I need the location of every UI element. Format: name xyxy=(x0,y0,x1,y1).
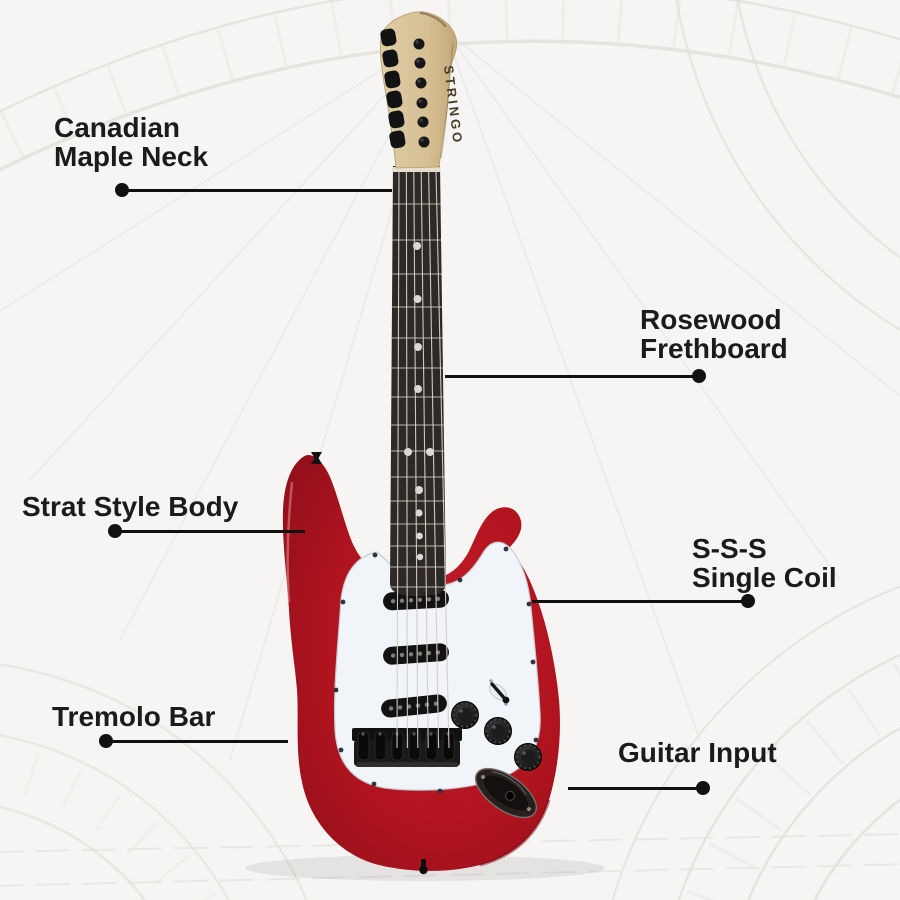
middle-pickup xyxy=(383,643,449,665)
strap-button-top xyxy=(311,452,322,464)
callout-label: Canadian Maple Neck xyxy=(54,113,208,171)
callout-label-line: Rosewood xyxy=(640,304,782,335)
output-jack xyxy=(475,767,537,819)
callout-connector-line xyxy=(445,375,699,378)
callout-label: S-S-S Single Coil xyxy=(692,534,837,592)
pickup-selector-switch xyxy=(489,679,510,706)
tone-knob-1 xyxy=(484,717,512,745)
callout-connector-line xyxy=(115,530,305,533)
nut xyxy=(392,167,440,172)
callout-dot xyxy=(741,594,755,608)
headstock: STRINGO xyxy=(379,11,466,169)
callout-label-line: Guitar Input xyxy=(618,737,777,768)
callout-label-line: Maple Neck xyxy=(54,141,209,172)
callout-dot xyxy=(108,524,122,538)
callout-connector-line xyxy=(106,740,288,743)
fret-inlay-dots xyxy=(404,242,434,561)
callout-label: Rosewood Frethboard xyxy=(640,305,788,363)
callout-dot xyxy=(692,369,706,383)
frets xyxy=(390,203,446,588)
neck-fretboard xyxy=(390,166,446,596)
callout-label-line: Canadian xyxy=(54,112,181,143)
callout-label: Strat Style Body xyxy=(22,492,238,521)
callout-label-line: Tremolo Bar xyxy=(52,701,216,732)
callout-connector-line xyxy=(532,600,748,603)
volume-knob xyxy=(451,701,479,729)
callout-label-line: Frethboard xyxy=(640,333,788,364)
strings xyxy=(396,169,450,749)
callout-label-line: Single Coil xyxy=(692,562,837,593)
callout-dot xyxy=(696,781,710,795)
callout-connector-line xyxy=(568,787,703,790)
callout-connector-line xyxy=(122,189,392,192)
callout-dot xyxy=(115,183,129,197)
tuner-buttons xyxy=(380,28,406,149)
callout-label-line: Strat Style Body xyxy=(22,491,239,522)
control-knobs xyxy=(451,701,542,771)
callout-label: Tremolo Bar xyxy=(52,702,215,731)
callout-dot xyxy=(99,734,113,748)
callout-label: Guitar Input xyxy=(618,738,777,767)
strap-button-bottom xyxy=(419,859,428,875)
callout-label-line: S-S-S xyxy=(692,533,767,564)
tone-knob-2 xyxy=(514,743,542,771)
